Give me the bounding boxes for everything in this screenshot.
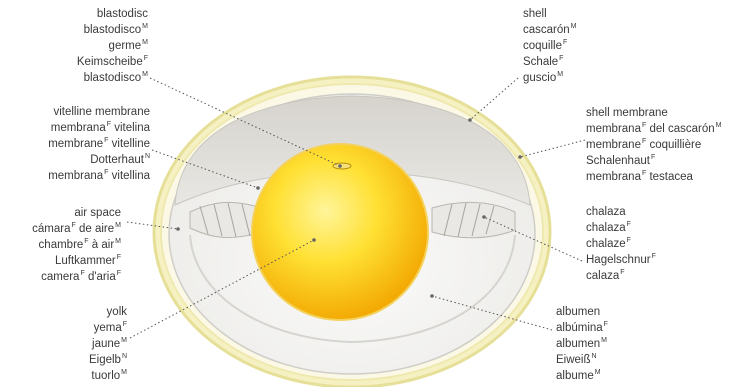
chalaza-right (432, 202, 515, 237)
term-line: blastodiscoM (77, 70, 148, 86)
term-line: tuorloM (89, 368, 127, 384)
term-line: germeM (77, 38, 148, 54)
term-line: membraneF coquillière (586, 137, 722, 153)
term-line: membraneF vitelline (48, 136, 150, 152)
term-line: blastodiscoM (77, 22, 148, 38)
term-line: shell membrane (586, 105, 722, 121)
term-line: chalazeF (586, 236, 656, 252)
term-line: membranaF vitellina (48, 168, 150, 184)
term-line: membranaF del cascarónM (586, 121, 722, 137)
term-line: chalazaF (586, 220, 656, 236)
term-line: LuftkammerF (32, 253, 121, 269)
term-line: DotterhautN (48, 152, 150, 168)
term-line: EigelbN (89, 352, 127, 368)
term-line: yemaF (89, 320, 127, 336)
term-line: yolk (89, 304, 127, 320)
term-line: cameraF d'ariaF (32, 269, 121, 285)
term-line: calazaF (586, 268, 656, 284)
term-line: membranaF vitelina (48, 120, 150, 136)
term-line: cámaraF de aireM (32, 221, 121, 237)
term-line: cascarónM (523, 22, 577, 38)
term-line: jauneM (89, 336, 127, 352)
term-line: air space (32, 205, 121, 221)
term-line: membranaF testacea (586, 169, 722, 185)
term-line: KeimscheibeF (77, 54, 148, 70)
term-line: vitelline membrane (48, 104, 150, 120)
term-line: SchaleF (523, 54, 577, 70)
term-line: guscioM (523, 70, 577, 86)
leader-shellmembrane (520, 140, 585, 157)
term-line: shell (523, 6, 577, 22)
term-line: SchalenhautF (586, 153, 722, 169)
term-line: coquilleF (523, 38, 577, 54)
term-line: albúminaF (556, 320, 608, 336)
term-line: chambreF à airM (32, 237, 121, 253)
term-line: albumen (556, 304, 608, 320)
term-line: blastodisc (77, 6, 148, 22)
term-line: albumeM (556, 368, 608, 384)
term-line: albumenM (556, 336, 608, 352)
term-line: chalaza (586, 204, 656, 220)
yolk (252, 144, 428, 320)
term-line: HagelschnurF (586, 252, 656, 268)
term-line: EiweißN (556, 352, 608, 368)
